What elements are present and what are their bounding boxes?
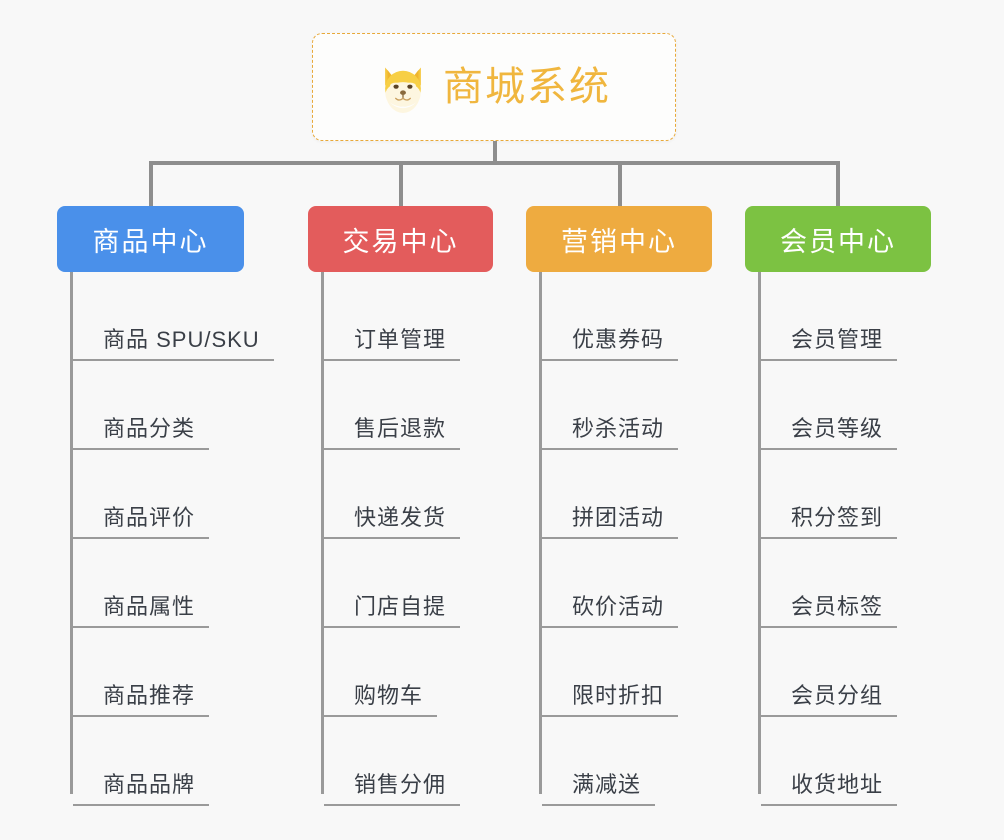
leaf-label: 会员等级 [791,415,884,441]
branch-marketing-center: 营销中心 优惠券码 秒杀活动 拼团活动 砍价活动 限时折扣 满减送 [526,206,712,806]
leaf-item[interactable]: 优惠券码 [526,272,712,361]
leaf-item[interactable]: 秒杀活动 [526,361,712,450]
leaf-item[interactable]: 限时折扣 [526,628,712,717]
branch-member-center: 会员中心 会员管理 会员等级 积分签到 会员标签 会员分组 收货地址 [745,206,931,806]
connector-spine-product-center [70,272,73,794]
leaf-label: 限时折扣 [572,682,665,708]
category-title: 商品中心 [92,226,209,257]
leaf-label: 会员标签 [791,593,884,619]
leaf-item[interactable]: 商品评价 [57,450,244,539]
leaf-label: 门店自提 [354,593,447,619]
leaf-label: 收货地址 [791,771,884,797]
category-header-trade-center[interactable]: 交易中心 [308,206,493,272]
leaf-item[interactable]: 会员等级 [745,361,931,450]
connector-horizontal-bar [149,161,840,165]
connector-drop-trade-center [399,161,403,207]
leaf-item[interactable]: 会员管理 [745,272,931,361]
leaf-item[interactable]: 门店自提 [308,539,493,628]
leaf-list-marketing-center: 优惠券码 秒杀活动 拼团活动 砍价活动 限时折扣 满减送 [526,272,712,806]
leaf-item[interactable]: 订单管理 [308,272,493,361]
leaf-item[interactable]: 收货地址 [745,717,931,806]
leaf-label: 订单管理 [354,326,447,352]
leaf-item[interactable]: 商品分类 [57,361,244,450]
leaf-label: 拼团活动 [572,504,665,530]
leaf-label: 商品推荐 [103,682,196,708]
category-title: 营销中心 [561,226,677,257]
leaf-label: 会员管理 [791,326,884,352]
leaf-item[interactable]: 满减送 [526,717,712,806]
leaf-item[interactable]: 商品品牌 [57,717,244,806]
leaf-list-member-center: 会员管理 会员等级 积分签到 会员标签 会员分组 收货地址 [745,272,931,806]
leaf-item[interactable]: 砍价活动 [526,539,712,628]
leaf-item[interactable]: 售后退款 [308,361,493,450]
leaf-item[interactable]: 积分签到 [745,450,931,539]
leaf-label: 会员分组 [791,682,884,708]
leaf-item[interactable]: 销售分佣 [308,717,493,806]
leaf-list-trade-center: 订单管理 售后退款 快递发货 门店自提 购物车 销售分佣 [308,272,493,806]
connector-drop-marketing-center [618,161,622,207]
branch-trade-center: 交易中心 订单管理 售后退款 快递发货 门店自提 购物车 销售分佣 [308,206,493,806]
leaf-label: 积分签到 [791,504,884,530]
leaf-item[interactable]: 购物车 [308,628,493,717]
root-node[interactable]: 商城系统 [312,33,676,141]
leaf-label: 满减送 [572,771,642,797]
connector-drop-product-center [149,161,153,207]
leaf-item[interactable]: 商品属性 [57,539,244,628]
leaf-label: 秒杀活动 [572,415,665,441]
leaf-item[interactable]: 商品 SPU/SKU [57,272,274,361]
leaf-item[interactable]: 商品推荐 [57,628,244,717]
connector-spine-trade-center [321,272,324,794]
branch-product-center: 商品中心 商品 SPU/SKU 商品分类 商品评价 商品属性 商品推荐 商品品牌 [57,206,274,806]
leaf-item[interactable]: 会员分组 [745,628,931,717]
category-title: 会员中心 [780,226,896,257]
leaf-list-product-center: 商品 SPU/SKU 商品分类 商品评价 商品属性 商品推荐 商品品牌 [57,272,274,806]
leaf-label: 售后退款 [354,415,447,441]
leaf-label: 商品品牌 [103,771,196,797]
connector-root-stem [493,141,497,165]
shiba-dog-face-icon [385,67,421,113]
leaf-label: 商品分类 [103,415,196,441]
leaf-item[interactable]: 会员标签 [745,539,931,628]
leaf-label: 商品评价 [103,504,196,530]
category-header-marketing-center[interactable]: 营销中心 [526,206,712,272]
leaf-item[interactable]: 拼团活动 [526,450,712,539]
connector-spine-marketing-center [539,272,542,794]
leaf-label: 优惠券码 [572,326,665,352]
root-title: 商城系统 [443,65,611,109]
leaf-item[interactable]: 快递发货 [308,450,493,539]
leaf-label: 购物车 [354,682,424,708]
leaf-label: 销售分佣 [354,771,447,797]
category-header-member-center[interactable]: 会员中心 [745,206,931,272]
leaf-label: 商品属性 [103,593,196,619]
connector-drop-member-center [836,161,840,207]
connector-spine-member-center [758,272,761,794]
leaf-label: 砍价活动 [572,593,665,619]
category-title: 交易中心 [342,226,459,257]
leaf-label: 商品 SPU/SKU [103,326,260,352]
category-header-product-center[interactable]: 商品中心 [57,206,244,272]
leaf-label: 快递发货 [354,504,447,530]
